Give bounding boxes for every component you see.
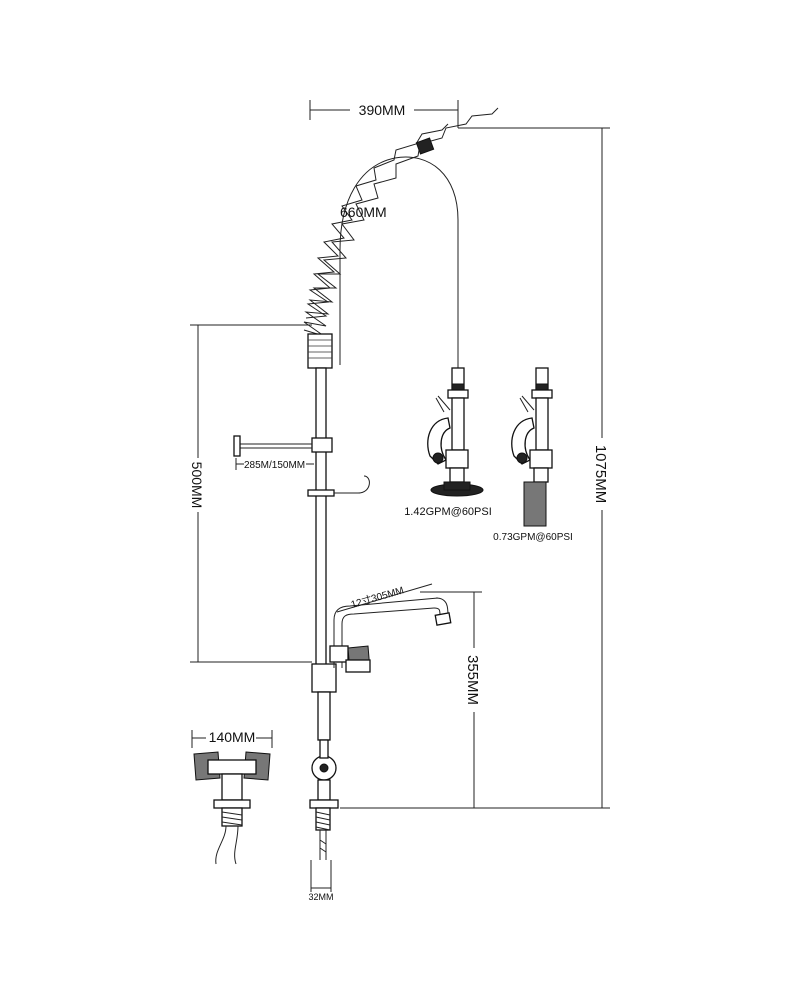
hose-length-label: 660MM <box>340 204 387 220</box>
pre-rinse-spring <box>303 107 499 370</box>
dimension-lines <box>190 100 610 892</box>
total-height-label: 1075MM <box>592 445 609 503</box>
spray-valve-low-flow <box>511 367 553 527</box>
base-spacing-label: 140MM <box>209 729 256 745</box>
standard-flow-label: 1.42GPM@60PSI <box>404 506 492 518</box>
pipe-diameter-label: 32MM <box>308 892 333 902</box>
wall-bracket-label: 285M/150MM <box>244 460 305 471</box>
spray-valve-standard <box>427 367 484 497</box>
faucet-height-label: 355MM <box>464 655 481 705</box>
column-height-label: 500MM <box>189 462 205 509</box>
low-flow-label: 0.73GPM@60PSI <box>493 532 573 543</box>
dimension-labels: 390MM 660MM 285M/150MM 12寸305MM 140MM 32… <box>189 102 609 902</box>
riser-column <box>233 367 370 860</box>
spout-length-label: 12寸305MM <box>349 583 405 611</box>
spring-width-label: 390MM <box>359 102 406 118</box>
swivel-spout <box>329 597 452 673</box>
deck-mount-detail <box>193 751 271 865</box>
